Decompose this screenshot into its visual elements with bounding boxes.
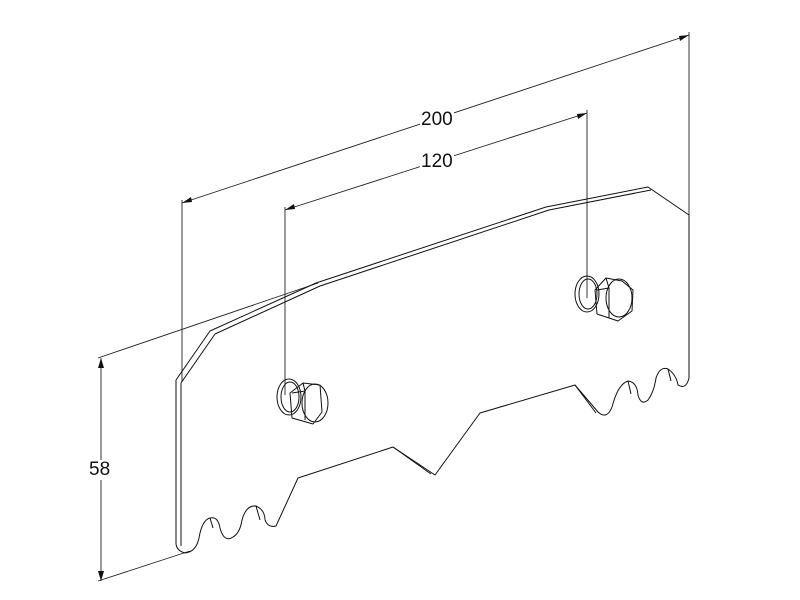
dimension-label-120: 120: [420, 151, 454, 172]
bolt-right: [574, 275, 634, 322]
dimension-label-200: 200: [420, 109, 454, 130]
dimension-label-58: 58: [88, 459, 112, 480]
dimension-200: [181, 32, 690, 382]
plate: [175, 186, 690, 554]
bolt-left: [276, 378, 329, 425]
